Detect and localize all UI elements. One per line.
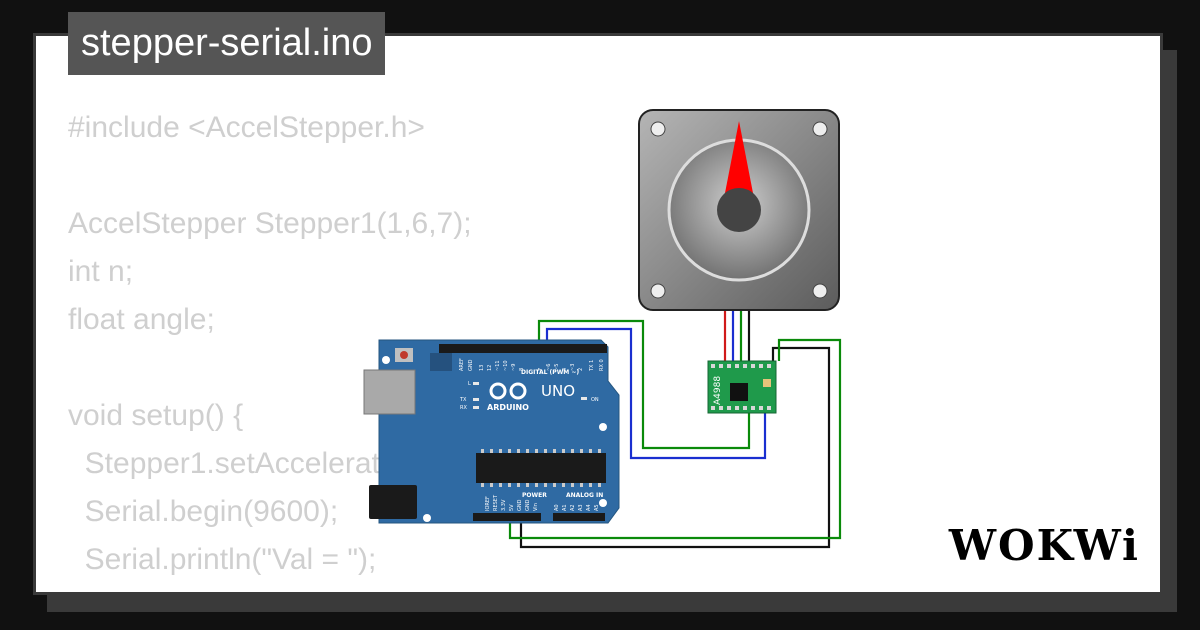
svg-text:GND: GND	[517, 499, 523, 511]
mount-hole	[812, 121, 828, 137]
analog-header-label: ANALOG IN	[566, 492, 603, 499]
led-rx-label: RX	[460, 405, 467, 411]
a4988-driver[interactable]: A4988	[707, 360, 777, 414]
power-pin-header	[473, 513, 541, 521]
analog-pin-header	[553, 513, 605, 521]
svg-text:RX 0: RX 0	[599, 359, 605, 371]
reset-button-cap	[400, 351, 408, 359]
svg-text:A1: A1	[562, 504, 568, 511]
led-on	[581, 397, 587, 400]
code-line: int n;	[68, 255, 134, 288]
code-editor: #include <AccelStepper.h> AccelStepper St…	[68, 104, 472, 592]
wire-blue-dir	[545, 327, 767, 460]
digital-pin-labels: AREF GND 13 12 ~11 ~10 ~9 8 7 ~6 ~5 4 ~3…	[459, 358, 605, 372]
svg-text:~5: ~5	[554, 364, 560, 371]
stepper-motor[interactable]	[638, 109, 840, 311]
wire-green-5v	[508, 338, 842, 540]
power-pin-labels: IOREF RESET 3.3V 5V GND GND Vin	[485, 494, 539, 511]
svg-text:~6: ~6	[546, 364, 552, 371]
wire-black-gnd	[519, 346, 831, 549]
usb-port	[363, 369, 416, 415]
mount-hole	[650, 283, 666, 299]
svg-text:IOREF: IOREF	[485, 496, 491, 511]
svg-text:A2: A2	[570, 504, 576, 511]
uno-label: UNO	[541, 382, 575, 400]
svg-text:8: 8	[519, 368, 525, 371]
svg-text:A4: A4	[586, 504, 592, 511]
svg-text:AREF: AREF	[459, 358, 465, 371]
mount-hole	[382, 356, 390, 364]
mount-hole	[423, 514, 431, 522]
icsp-header	[430, 353, 452, 371]
on-label: ON	[591, 397, 599, 403]
svg-text:2: 2	[578, 368, 584, 371]
svg-text:7: 7	[538, 368, 544, 371]
code-line: AccelStepper Stepper1(1,6,7);	[68, 207, 472, 240]
code-line: void setup() {	[68, 399, 244, 432]
svg-text:5V: 5V	[509, 504, 515, 511]
code-line: }	[68, 584, 472, 592]
power-jack	[369, 485, 417, 519]
arduino-brand-label: ARDUINO	[487, 403, 529, 412]
wires	[508, 308, 842, 549]
svg-text:GND: GND	[468, 359, 474, 371]
preview-card: #include <AccelStepper.h> AccelStepper St…	[33, 33, 1163, 595]
wokwi-logo: WOKWi	[948, 521, 1140, 570]
svg-text:TX 1: TX 1	[589, 360, 595, 372]
led-l	[473, 382, 479, 385]
code-line: Serial.println("Val = ");	[68, 543, 377, 576]
mount-hole	[812, 283, 828, 299]
driver-label: A4988	[713, 376, 723, 405]
mount-hole	[599, 499, 607, 507]
led-rx	[473, 406, 479, 409]
led-l-label: L	[468, 381, 471, 387]
atmega-chip	[476, 453, 606, 483]
circuit-diagram: A4988 AREF GND 13 12 ~11 ~10 ~9	[363, 109, 842, 549]
arduino-uno[interactable]: AREF GND 13 12 ~11 ~10 ~9 8 7 ~6 ~5 4 ~3…	[363, 339, 620, 524]
needle-icon	[725, 121, 753, 193]
svg-text:GND: GND	[525, 499, 531, 511]
motor-shaft	[717, 188, 761, 232]
code-line: #include <AccelStepper.h>	[68, 111, 425, 144]
svg-text:RESET: RESET	[493, 494, 499, 511]
code-line: float angle;	[68, 303, 215, 336]
mount-hole	[599, 423, 607, 431]
svg-text:~11: ~11	[495, 360, 501, 371]
wire-green-step	[537, 319, 751, 450]
svg-text:A0: A0	[554, 504, 560, 511]
svg-text:A5: A5	[594, 504, 600, 511]
led-tx	[473, 398, 479, 401]
svg-text:3.3V: 3.3V	[501, 499, 507, 511]
svg-text:~10: ~10	[503, 360, 509, 371]
driver-pot	[763, 379, 771, 387]
code-line: Serial.begin(9600);	[68, 495, 339, 528]
code-line: Stepper1.setAcceleration	[68, 447, 420, 480]
svg-text:~3: ~3	[570, 364, 576, 371]
svg-text:12: 12	[487, 365, 493, 371]
arduino-logo-icon	[489, 382, 527, 400]
svg-text:13: 13	[479, 365, 485, 371]
power-header-label: POWER	[522, 492, 547, 499]
mount-hole	[650, 121, 666, 137]
driver-pins	[711, 364, 771, 410]
digital-header-label: DIGITAL (PWM ~)	[521, 369, 579, 376]
svg-text:A3: A3	[578, 504, 584, 511]
chip-legs	[481, 449, 601, 487]
project-title: stepper-serial.ino	[68, 12, 386, 75]
digital-pin-header	[439, 344, 607, 353]
led-tx-label: TX	[459, 397, 467, 403]
svg-text:4: 4	[562, 368, 568, 371]
svg-text:Vin: Vin	[533, 503, 539, 511]
driver-chip	[730, 383, 748, 401]
analog-pin-labels: A0 A1 A2 A3 A4 A5	[554, 504, 600, 511]
svg-text:~9: ~9	[511, 364, 517, 371]
